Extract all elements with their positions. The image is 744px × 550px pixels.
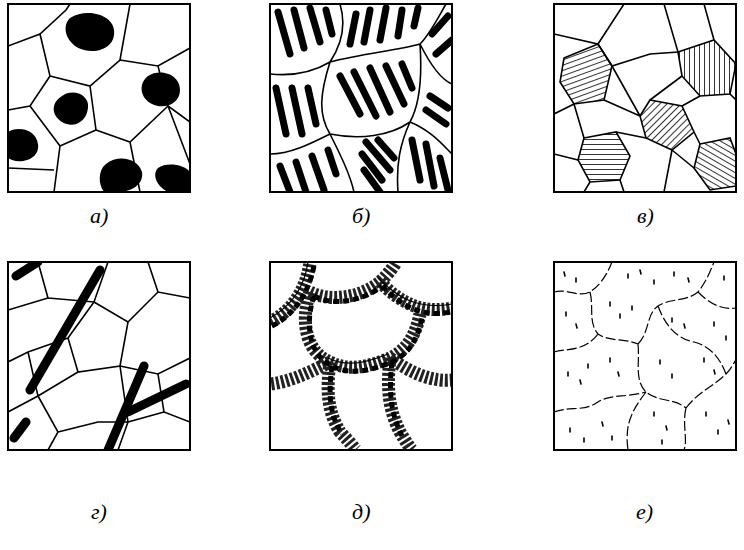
panel-frame — [554, 262, 736, 450]
panel-label: а) — [90, 204, 108, 228]
panel-frame — [270, 262, 452, 450]
micrograph-panel — [270, 4, 452, 192]
micrograph-panel — [554, 262, 736, 450]
panel-frame — [8, 4, 190, 192]
cementite-needle — [14, 262, 186, 450]
micrograph-panel — [8, 4, 190, 192]
pearlite-network — [272, 266, 450, 436]
panel-label: е) — [636, 500, 653, 524]
panel-label: б) — [352, 204, 370, 228]
micrograph-panel — [270, 262, 452, 450]
grain-boundary — [8, 262, 190, 450]
panel-frame — [8, 262, 190, 450]
grain-boundary — [270, 262, 452, 363]
pearlite-network — [270, 262, 452, 450]
carbide-dot — [564, 270, 729, 444]
panel-label: г) — [91, 500, 107, 524]
grain-boundary — [8, 4, 190, 192]
pearlite-grain — [678, 40, 736, 96]
micrograph-panel — [554, 4, 736, 192]
pearlite-grain — [640, 100, 694, 150]
panel-frame — [270, 4, 452, 192]
cementite-lamella — [276, 8, 452, 192]
panel-frame — [554, 4, 736, 192]
grain-boundary — [554, 4, 736, 192]
panel-label: д) — [352, 500, 370, 524]
carbide-particle — [8, 13, 190, 192]
pearlite-grain — [578, 132, 630, 182]
grain-boundary — [270, 4, 452, 192]
pearlite-grain — [694, 138, 736, 190]
grain-boundary — [554, 262, 736, 450]
panel-label: в) — [637, 204, 654, 228]
micrograph-panel — [8, 262, 190, 450]
